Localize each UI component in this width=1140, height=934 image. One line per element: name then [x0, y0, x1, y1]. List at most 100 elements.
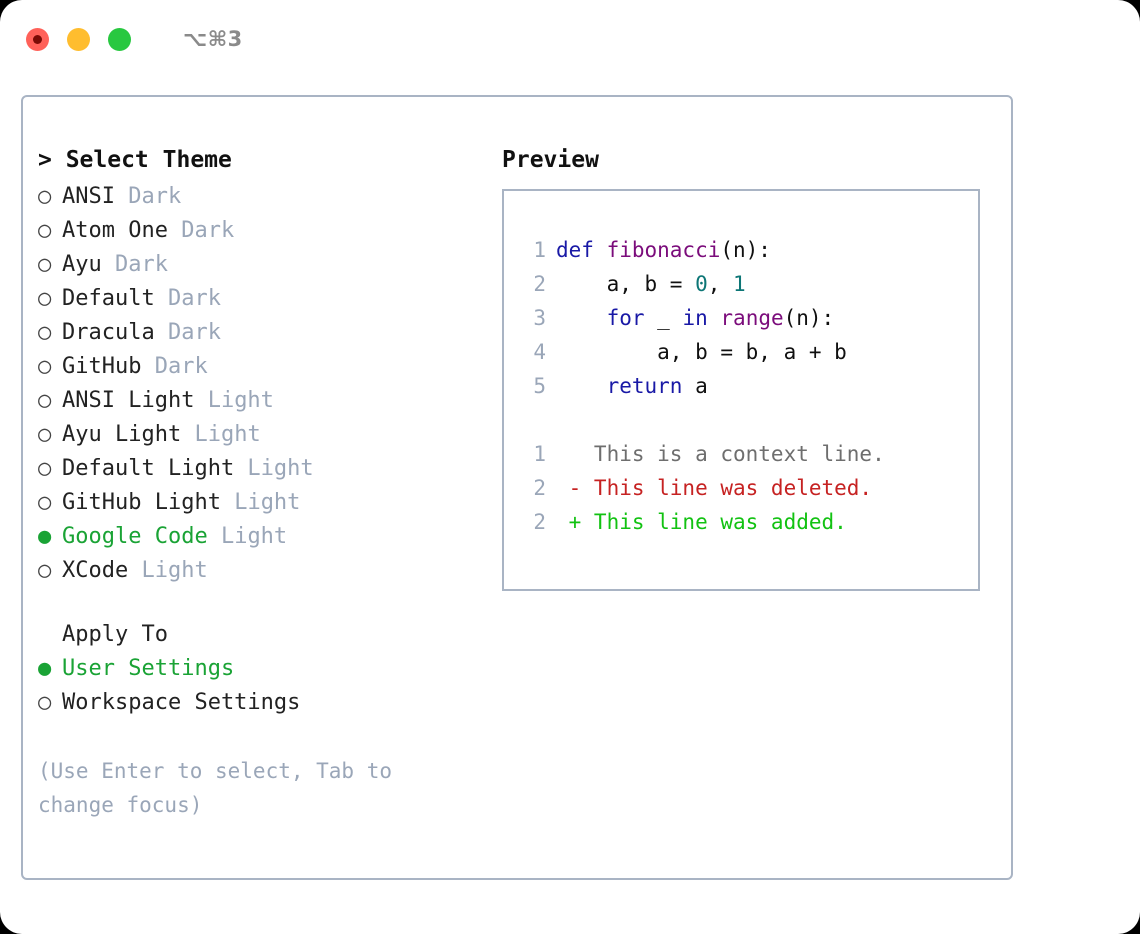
radio-unselected-icon[interactable] [38, 486, 62, 520]
radio-unselected-icon[interactable] [38, 350, 62, 384]
radio-selected-icon[interactable] [38, 520, 62, 554]
preview-heading: Preview [502, 147, 599, 173]
theme-item-label: ANSI Light [62, 388, 195, 413]
theme-item-ayu-light[interactable]: Ayu Light Light [38, 418, 478, 452]
code-line: 2 a, b = 0, 1 [520, 267, 978, 301]
theme-item-kind-badge: Dark [154, 320, 221, 345]
radio-selected-icon[interactable] [38, 652, 62, 686]
theme-list[interactable]: ANSI DarkAtom One DarkAyu DarkDefault Da… [38, 180, 478, 588]
radio-unselected-icon[interactable] [38, 248, 62, 282]
theme-item-label: GitHub [62, 354, 142, 379]
theme-item-kind-badge: Light [194, 388, 274, 413]
theme-item-kind-badge: Light [234, 456, 314, 481]
diff-line-ctx: This is a context line. [556, 442, 885, 466]
code-token-fn: range [720, 306, 784, 330]
theme-item-label: Ayu Light [62, 422, 182, 447]
theme-item-dracula[interactable]: Dracula Dark [38, 316, 478, 350]
theme-item-kind-badge: Light [207, 524, 288, 549]
code-line: 3 for _ in range(n): [520, 301, 978, 335]
diff-line-number: 1 [533, 442, 546, 466]
radio-unselected-icon[interactable] [38, 384, 62, 418]
diff-line-del: - This line was deleted. [556, 476, 873, 500]
theme-selection-column: > Select Theme ANSI DarkAtom One DarkAyu… [38, 147, 478, 822]
radio-unselected-icon[interactable] [38, 452, 62, 486]
apply-to-heading: Apply To [38, 618, 478, 652]
keyboard-shortcut-label: ⌥⌘3 [183, 27, 243, 51]
diff-line-number: 2 [533, 510, 546, 534]
code-token-plain: _ [644, 306, 683, 330]
code-token-plain: a [682, 374, 708, 398]
theme-item-kind-badge: Dark [167, 218, 235, 243]
code-token-num: 0 [695, 272, 708, 296]
apply-to-list[interactable]: Apply To User SettingsWorkspace Settings [38, 618, 478, 720]
recording-dot-icon [33, 34, 42, 44]
theme-item-label: GitHub Light [62, 490, 221, 515]
code-line-number: 2 [533, 272, 546, 296]
code-token-plain [708, 306, 721, 330]
title-bar: ⌥⌘3 [0, 0, 1140, 78]
theme-item-ayu[interactable]: Ayu Dark [38, 248, 478, 282]
radio-unselected-icon[interactable] [38, 214, 62, 248]
theme-item-ansi-light[interactable]: ANSI Light Light [38, 384, 478, 418]
theme-item-atom-one[interactable]: Atom One Dark [38, 214, 478, 248]
radio-unselected-icon[interactable] [38, 418, 62, 452]
dialog-columns: > Select Theme ANSI DarkAtom One DarkAyu… [23, 97, 1011, 878]
theme-item-label: Default Light [62, 456, 235, 481]
diff-line: 2 + This line was added. [520, 505, 978, 539]
minimize-button-icon[interactable] [67, 27, 90, 51]
zoom-button-icon[interactable] [108, 27, 131, 51]
theme-item-ansi[interactable]: ANSI Dark [38, 180, 478, 214]
theme-item-google-code[interactable]: Google Code Light [38, 520, 478, 554]
code-token-plain [556, 374, 607, 398]
select-theme-heading: > Select Theme [38, 147, 232, 173]
code-token-kw: return [606, 374, 683, 398]
code-token-kw: in [682, 306, 708, 330]
theme-item-kind-badge: Dark [154, 286, 221, 311]
apply-to-heading-label: Apply To [62, 622, 168, 647]
code-line-number: 3 [533, 306, 546, 330]
theme-item-label: Default [62, 286, 155, 311]
radio-unselected-icon[interactable] [38, 686, 62, 720]
code-token-fn: fibonacci [606, 238, 721, 262]
apply-to-item-workspace-settings[interactable]: Workspace Settings [38, 686, 478, 720]
theme-item-kind-badge: Light [220, 490, 301, 515]
code-token-num: 1 [733, 272, 746, 296]
apply-to-item-label: User Settings [62, 656, 235, 681]
code-token-kw: def [556, 238, 607, 262]
theme-item-kind-badge: Light [181, 422, 261, 447]
code-token-plain: (n): [783, 306, 835, 330]
code-token-plain [556, 306, 607, 330]
window-traffic-lights [26, 27, 131, 51]
theme-item-label: Atom One [62, 218, 168, 243]
radio-unselected-icon[interactable] [38, 316, 62, 350]
apply-to-item-user-settings[interactable]: User Settings [38, 652, 478, 686]
theme-item-github[interactable]: GitHub Dark [38, 350, 478, 384]
bullet-spacer-icon [38, 618, 62, 652]
code-line-number: 4 [533, 340, 546, 364]
theme-item-kind-badge: Dark [101, 252, 168, 277]
theme-item-xcode[interactable]: XCode Light [38, 554, 478, 588]
radio-unselected-icon[interactable] [38, 554, 62, 588]
theme-item-github-light[interactable]: GitHub Light Light [38, 486, 478, 520]
diff-line-number: 2 [533, 476, 546, 500]
code-line: 5 return a [520, 369, 978, 403]
radio-unselected-icon[interactable] [38, 282, 62, 316]
code-token-kw: for [606, 306, 645, 330]
keyboard-hint-text: (Use Enter to select, Tab to change focu… [38, 759, 405, 817]
radio-unselected-icon[interactable] [38, 180, 62, 214]
code-token-plain: a, b = b, a + b [556, 340, 847, 364]
diff-sample: 1 This is a context line. 2 - This line w… [520, 437, 978, 539]
code-line: 4 a, b = b, a + b [520, 335, 978, 369]
code-token-plain: , [707, 272, 734, 296]
code-token-plain: a, b = [556, 272, 696, 296]
theme-item-default-light[interactable]: Default Light Light [38, 452, 478, 486]
theme-picker-dialog: > Select Theme ANSI DarkAtom One DarkAyu… [21, 95, 1013, 880]
theme-item-default[interactable]: Default Dark [38, 282, 478, 316]
code-token-plain: (n): [720, 238, 771, 262]
theme-item-kind-badge: Light [128, 558, 208, 583]
close-button-icon[interactable] [26, 27, 49, 51]
